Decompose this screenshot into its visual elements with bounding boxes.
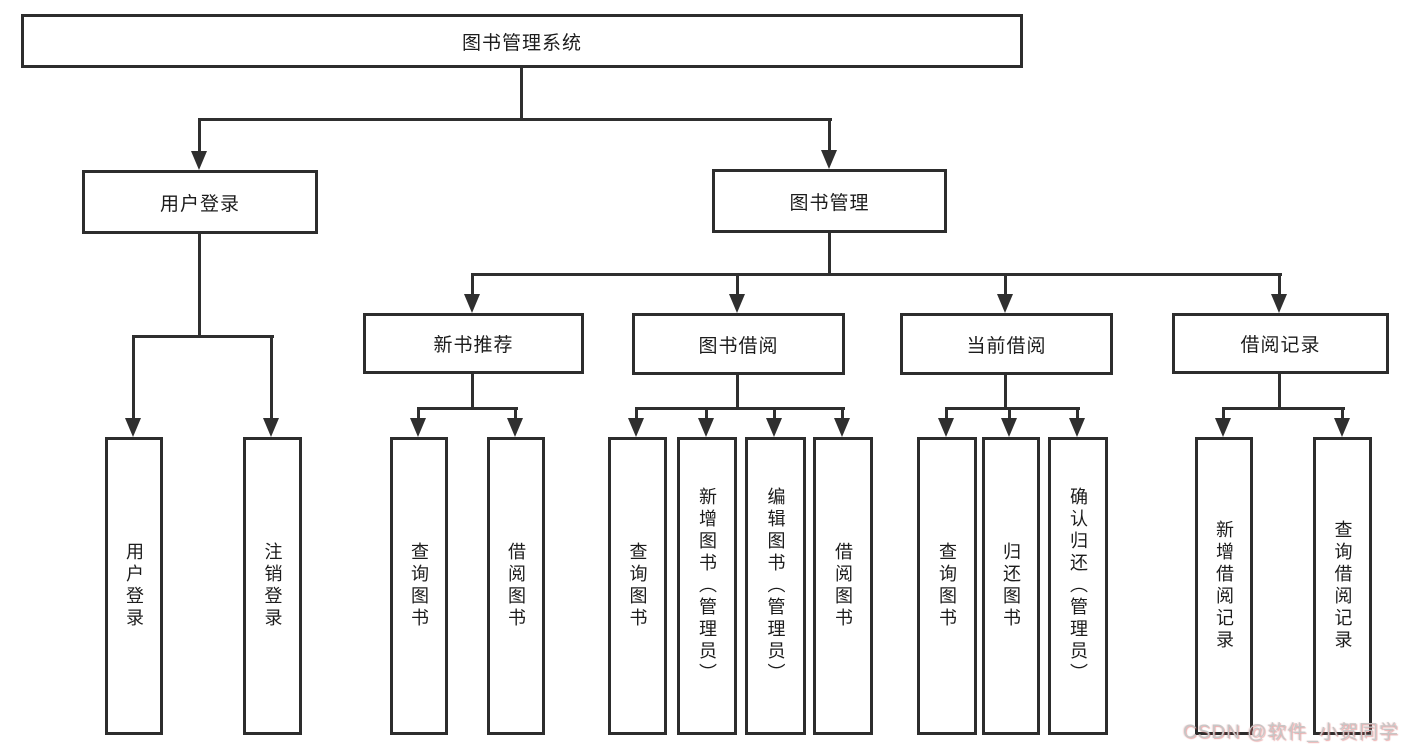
leaf-borrow-books: 借阅图书 [813, 437, 873, 735]
connector-line [705, 407, 708, 420]
connector-line [514, 407, 517, 420]
arrowhead-icon [507, 418, 523, 437]
connector-line [1004, 273, 1007, 296]
connector-line [471, 273, 1282, 276]
connector-line [270, 335, 273, 420]
arrowhead-icon [1334, 418, 1350, 437]
arrowhead-icon [766, 418, 782, 437]
connector-line [520, 68, 523, 121]
node-book-borrow: 图书借阅 [632, 313, 845, 375]
node-new-book-recommend-label: 新书推荐 [433, 335, 514, 356]
connector-line [417, 407, 420, 420]
leaf-edit-books-admin-label: 编辑图书（管理员） [765, 487, 786, 685]
arrowhead-icon [125, 418, 141, 437]
leaf-add-borrow-record-label: 新增借阅记录 [1214, 520, 1234, 652]
leaf-query-books-borrow: 查询图书 [608, 437, 667, 735]
connector-line [198, 234, 201, 338]
leaf-logout-label: 注销登录 [262, 542, 283, 630]
connector-line [945, 407, 1080, 410]
leaf-query-borrow-record-label: 查询借阅记录 [1332, 520, 1353, 652]
arrowhead-icon [263, 418, 279, 437]
leaf-add-books-admin: 新增图书（管理员） [677, 437, 737, 735]
arrowhead-icon [191, 151, 207, 170]
arrowhead-icon [628, 418, 644, 437]
connector-line [1004, 375, 1007, 410]
node-root: 图书管理系统 [21, 14, 1023, 68]
leaf-return-books-label: 归还图书 [1001, 542, 1021, 630]
node-current-borrow: 当前借阅 [900, 313, 1113, 375]
leaf-query-books-current: 查询图书 [917, 437, 977, 735]
node-book-management: 图书管理 [712, 169, 947, 233]
node-new-book-recommend: 新书推荐 [363, 313, 584, 374]
node-book-management-label: 图书管理 [789, 192, 870, 214]
connector-line [132, 335, 274, 338]
connector-line [635, 407, 638, 420]
arrowhead-icon [821, 150, 837, 169]
arrowhead-icon [464, 294, 480, 313]
arrowhead-icon [997, 294, 1013, 313]
leaf-query-books-recommend: 查询图书 [390, 437, 448, 735]
connector-line [132, 335, 135, 420]
leaf-borrow-books-recommend-label: 借阅图书 [506, 542, 526, 630]
leaf-add-borrow-record: 新增借阅记录 [1195, 437, 1253, 735]
node-user-login: 用户登录 [82, 170, 318, 234]
leaf-confirm-return-admin: 确认归还（管理员） [1048, 437, 1108, 735]
connector-line [471, 273, 474, 296]
arrowhead-icon [1001, 418, 1017, 437]
connector-line [471, 374, 474, 410]
connector-line [773, 407, 776, 420]
connector-line [635, 407, 845, 410]
connector-line [828, 118, 831, 152]
arrowhead-icon [698, 418, 714, 437]
arrowhead-icon [1069, 418, 1085, 437]
connector-line [1222, 407, 1225, 420]
connector-line [1076, 407, 1079, 420]
leaf-borrow-books-label: 借阅图书 [833, 542, 853, 630]
leaf-logout: 注销登录 [243, 437, 302, 735]
connector-line [736, 273, 739, 296]
leaf-query-books-borrow-label: 查询图书 [627, 542, 648, 630]
node-user-login-label: 用户登录 [159, 193, 240, 215]
node-borrow-records: 借阅记录 [1172, 313, 1389, 374]
connector-line [1278, 273, 1281, 296]
leaf-edit-books-admin: 编辑图书（管理员） [745, 437, 806, 735]
leaf-confirm-return-admin-label: 确认归还（管理员） [1068, 487, 1088, 685]
leaf-borrow-books-recommend: 借阅图书 [487, 437, 545, 735]
connector-line [736, 375, 739, 410]
node-borrow-records-label: 借阅记录 [1240, 335, 1321, 356]
leaf-query-books-current-label: 查询图书 [937, 542, 957, 630]
arrowhead-icon [1215, 418, 1231, 437]
connector-line [1278, 374, 1281, 410]
arrowhead-icon [834, 418, 850, 437]
leaf-user-login: 用户登录 [105, 437, 163, 735]
connector-line [841, 407, 844, 420]
connector-line [1008, 407, 1011, 420]
connector-line [828, 233, 831, 276]
csdn-watermark: CSDN @软件_小贺同学 [1183, 722, 1399, 743]
arrowhead-icon [410, 418, 426, 437]
leaf-query-borrow-record: 查询借阅记录 [1313, 437, 1372, 735]
node-root-label: 图书管理系统 [461, 32, 582, 54]
connector-line [945, 407, 948, 420]
node-current-borrow-label: 当前借阅 [966, 335, 1047, 357]
node-book-borrow-label: 图书借阅 [698, 335, 779, 357]
connector-line [198, 118, 201, 153]
leaf-return-books: 归还图书 [982, 437, 1040, 735]
leaf-add-books-admin-label: 新增图书（管理员） [697, 487, 717, 685]
connector-line [1341, 407, 1344, 420]
connector-line [1222, 407, 1345, 410]
arrowhead-icon [938, 418, 954, 437]
arrowhead-icon [729, 294, 745, 313]
connector-line [417, 407, 518, 410]
leaf-user-login-label: 用户登录 [124, 542, 144, 630]
connector-line [198, 118, 832, 121]
leaf-query-books-recommend-label: 查询图书 [409, 542, 429, 630]
arrowhead-icon [1271, 294, 1287, 313]
